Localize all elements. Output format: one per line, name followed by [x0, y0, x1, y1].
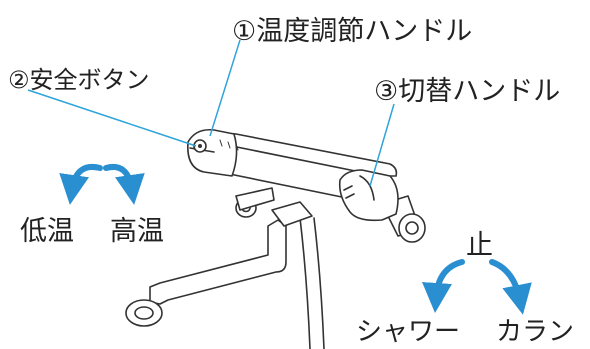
shower-hose [299, 217, 311, 349]
label-temp-handle: ①温度調節ハンドル [232, 16, 472, 47]
mode-rotation-arrows [422, 259, 532, 315]
leader-temp-handle [209, 39, 241, 137]
leader-switch-handle [369, 103, 395, 187]
arrow-high-temp [103, 164, 145, 205]
spout [149, 219, 287, 305]
label-low-temp: 低温 [20, 216, 74, 247]
spout-tip [125, 299, 163, 327]
temp-rotation-arrows [59, 164, 145, 205]
arrow-faucet [489, 259, 532, 315]
arrow-low-temp [59, 164, 103, 205]
switch-handle [338, 169, 399, 222]
label-safety-button: ②安全ボタン [8, 66, 150, 94]
leader-safety-button [27, 89, 197, 147]
faucet-illustration [125, 128, 426, 349]
label-stop: 止 [466, 230, 493, 261]
label-faucet: カラン [496, 317, 574, 347]
label-high-temp: 高温 [110, 216, 164, 247]
right-wall-mount [398, 213, 426, 243]
label-shower: シャワー [356, 317, 460, 347]
arrow-shower [422, 259, 465, 313]
leader-lines [27, 39, 395, 187]
temperature-handle [187, 128, 238, 177]
label-switch-handle: ③切替ハンドル [374, 76, 560, 107]
